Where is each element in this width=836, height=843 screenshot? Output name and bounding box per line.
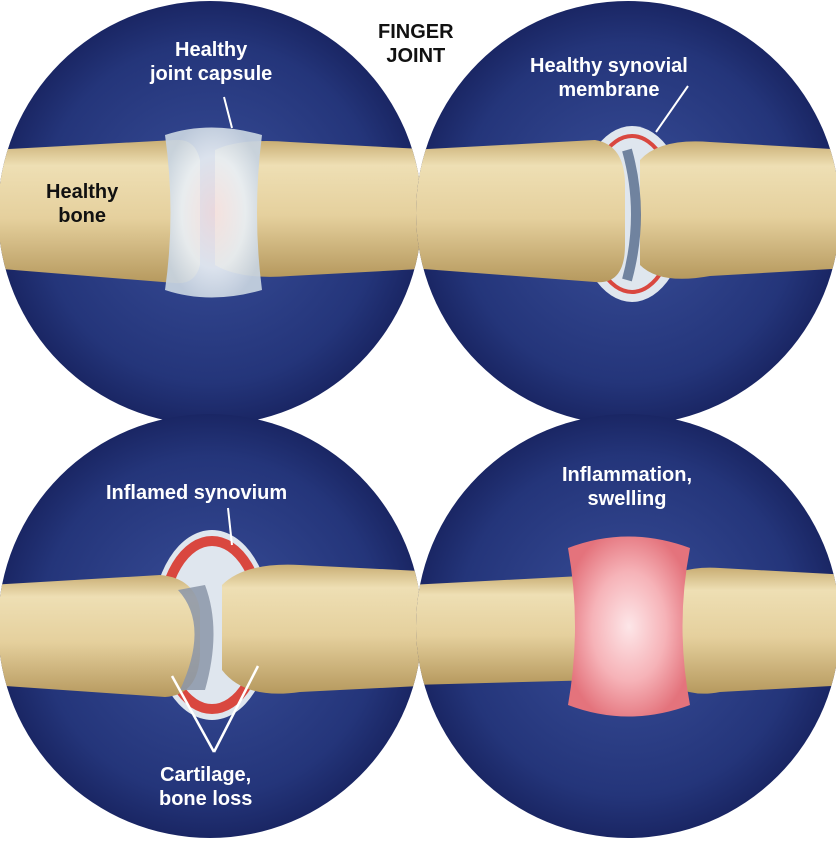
right-bone (640, 141, 836, 278)
joint-capsule (165, 128, 262, 298)
swollen-joint (568, 537, 690, 717)
label-inflammation-swelling: Inflammation,swelling (562, 463, 692, 511)
left-bone (410, 140, 625, 282)
label-inflamed-synovium: Inflamed synovium (106, 481, 287, 505)
label-cartilage-bone-loss: Cartilage,bone loss (159, 763, 252, 811)
left-bone (0, 575, 200, 697)
left-bone (410, 575, 600, 685)
